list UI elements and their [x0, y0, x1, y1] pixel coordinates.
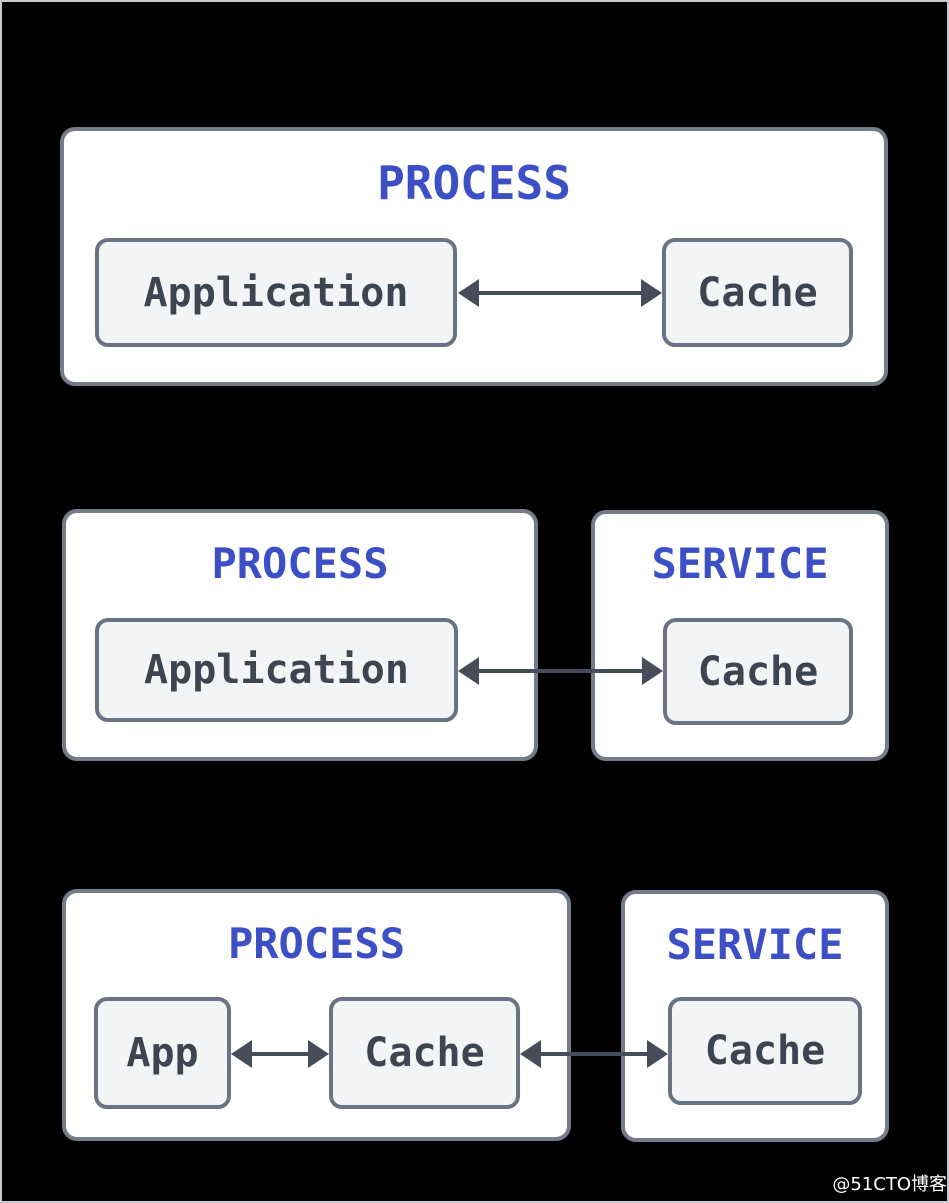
- service-panel-2: SERVICE Cache: [591, 510, 889, 761]
- node-remote-cache-3: Cache: [668, 997, 862, 1105]
- arrow-app-localcache-3: [231, 1040, 329, 1068]
- node-application-1: Application: [95, 238, 457, 347]
- service-panel-3: SERVICE Cache: [621, 890, 889, 1142]
- arrowhead-right-icon: [308, 1040, 329, 1068]
- arrow-line: [535, 1052, 653, 1056]
- arrow-line: [473, 669, 648, 673]
- arrowhead-left-icon: [458, 657, 479, 685]
- process-panel-3: PROCESS App Cache: [62, 889, 571, 1141]
- node-local-cache-3: Cache: [329, 997, 520, 1109]
- arrowhead-right-icon: [647, 1040, 668, 1068]
- node-label: Cache: [697, 648, 819, 695]
- process-panel-2: PROCESS Application: [62, 509, 538, 761]
- panel-title-process-3: PROCESS: [227, 919, 405, 968]
- arrowhead-right-icon: [642, 657, 663, 685]
- panel-title-process-1: PROCESS: [377, 156, 571, 210]
- node-label: Application: [143, 269, 409, 316]
- watermark: @51CTO博客: [832, 1174, 947, 1195]
- panel-title-process-2: PROCESS: [211, 539, 389, 588]
- arrow-application-cache-1: [458, 279, 662, 307]
- node-application-2: Application: [95, 618, 458, 722]
- node-label: Cache: [364, 1030, 485, 1076]
- node-label: Application: [144, 647, 409, 693]
- node-cache-2: Cache: [663, 618, 853, 725]
- arrow-line: [473, 291, 647, 295]
- node-label: App: [126, 1030, 199, 1076]
- panel-title-service-2: SERVICE: [651, 539, 829, 588]
- process-panel-1: PROCESS Application Cache: [60, 127, 888, 386]
- arrow-application-cache-2: [458, 657, 663, 685]
- arrowhead-left-icon: [458, 279, 479, 307]
- arrowhead-left-icon: [231, 1040, 252, 1068]
- arrow-line: [246, 1052, 314, 1056]
- node-cache-1: Cache: [662, 238, 853, 347]
- panel-title-service-3: SERVICE: [666, 920, 844, 969]
- arrowhead-left-icon: [520, 1040, 541, 1068]
- node-label: Cache: [697, 269, 818, 316]
- node-app-3: App: [94, 997, 231, 1109]
- node-label: Cache: [704, 1028, 826, 1074]
- arrowhead-right-icon: [641, 279, 662, 307]
- arrow-localcache-remotecache-3: [520, 1040, 668, 1068]
